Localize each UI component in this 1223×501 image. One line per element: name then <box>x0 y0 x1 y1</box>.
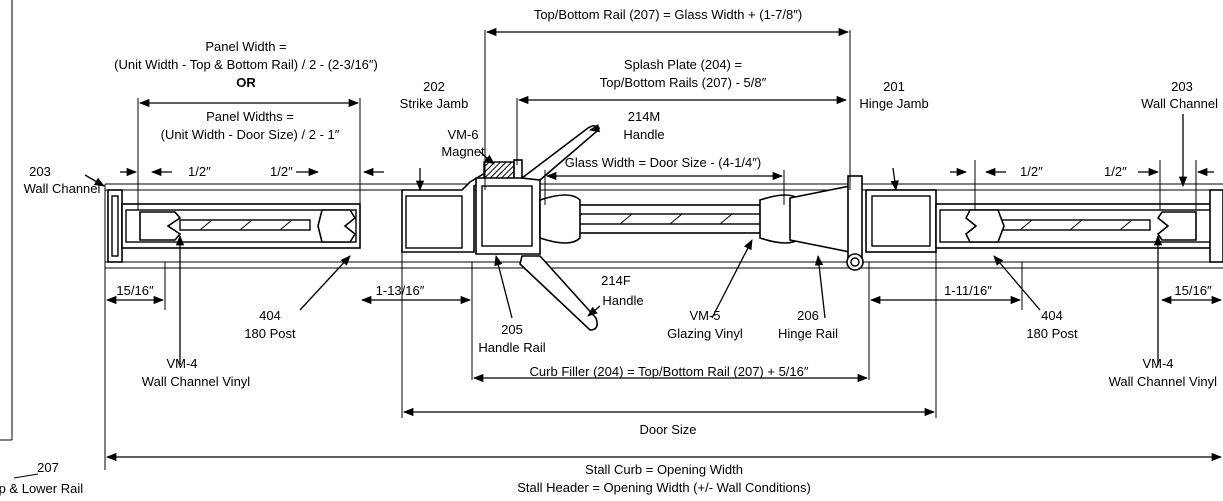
left-reference-line <box>0 0 13 441</box>
vinyl-left-number: VM-4 <box>166 356 197 371</box>
door-glass <box>539 194 801 244</box>
dim-15-16-left: 15/16″ <box>116 283 154 298</box>
or-label: OR <box>236 75 256 90</box>
panel-widths-formula: (Unit Width - Door Size) / 2 - 1″ <box>161 127 340 142</box>
post-right-label: 180 Post <box>1026 326 1078 341</box>
right-wall-channel <box>1209 189 1223 263</box>
hinge-jamb-label: Hinge Jamb <box>859 96 928 111</box>
stall-header-label: Stall Header = Opening Width (+/- Wall C… <box>517 480 811 495</box>
glazing-vinyl-number: VM-5 <box>689 308 720 323</box>
handle-214f <box>519 255 598 331</box>
stall-curb-label: Stall Curb = Opening Width <box>585 462 743 477</box>
half-inch-label-4: 1/2″ <box>1104 164 1127 179</box>
strike-jamb-number: 202 <box>423 79 445 94</box>
door-size-label: Door Size <box>639 422 696 437</box>
wall-channel-left-label: Wall Channel <box>24 181 101 196</box>
rail-207-number: 207 <box>37 460 59 475</box>
handle-214m-number: 214M <box>628 109 661 124</box>
handle-rail-number: 205 <box>501 322 523 337</box>
top-bottom-rail-formula: Top/Bottom Rail (207) = Glass Width + (1… <box>534 7 802 22</box>
hinge-jamb-number: 201 <box>883 79 905 94</box>
post-left-label: 180 Post <box>244 326 296 341</box>
dimension-lines <box>13 27 1223 479</box>
vinyl-right-label: Wall Channel Vinyl <box>1109 374 1217 389</box>
labels: Top/Bottom Rail (207) = Glass Width + (1… <box>0 7 1218 496</box>
leader-lines <box>84 114 1188 365</box>
magnet-number: VM-6 <box>447 127 478 142</box>
magnet-label: Magnet <box>441 144 485 159</box>
curb-filler-formula: Curb Filler (204) = Top/Bottom Rail (207… <box>530 364 809 379</box>
dim-1-13-16: 1-13/16″ <box>376 283 425 298</box>
outer-frame <box>104 183 1223 269</box>
handle-rail-label: Handle Rail <box>478 340 545 355</box>
panel-width-title: Panel Width = <box>205 39 286 54</box>
glazing-vinyl-label: Glazing Vinyl <box>667 326 743 341</box>
splash-plate-title: Splash Plate (204) = <box>624 57 742 72</box>
half-inch-label-1: 1/2″ <box>188 164 211 179</box>
handle-214m <box>519 124 598 181</box>
dim-1-11-16: 1-11/16″ <box>944 283 992 298</box>
rail-207-label: Top & Lower Rail <box>0 481 83 496</box>
post-right-number: 404 <box>1041 308 1063 323</box>
handle-214m-label: Handle <box>623 127 664 142</box>
panel-width-formula: (Unit Width - Top & Bottom Rail) / 2 - (… <box>114 57 378 72</box>
handle-214f-label: Handle <box>602 293 643 308</box>
hinge <box>846 175 864 271</box>
hinge-jamb <box>865 189 937 253</box>
wall-channel-right-number: 203 <box>1171 79 1193 94</box>
vinyl-right-number: VM-4 <box>1142 356 1173 371</box>
wall-channel-right-label: Wall Channel <box>1141 96 1218 111</box>
hinge-rail-number: 206 <box>797 308 819 323</box>
vinyl-left-label: Wall Channel Vinyl <box>142 374 250 389</box>
handle-rail <box>475 177 541 255</box>
strike-jamb-label: Strike Jamb <box>400 96 469 111</box>
wall-channel-left-number: 203 <box>29 164 51 179</box>
glass-width-formula: Glass Width = Door Size - (4-1/4″) <box>565 155 761 170</box>
right-panel <box>935 203 1219 249</box>
hinge-rail-label: Hinge Rail <box>778 326 838 341</box>
half-inch-label-2: 1/2″ <box>270 164 293 179</box>
panel-widths-title: Panel Widths = <box>206 109 294 124</box>
left-panel <box>121 203 361 249</box>
half-inch-label-3: 1/2″ <box>1020 164 1043 179</box>
hinge-rail <box>789 185 851 253</box>
left-wall-channel <box>107 189 123 263</box>
splash-plate-formula: Top/Bottom Rails (207) - 5/8″ <box>600 75 767 90</box>
handle-214f-number: 214F <box>601 273 631 288</box>
dim-15-16-right: 15/16″ <box>1174 283 1212 298</box>
post-left-number: 404 <box>259 308 281 323</box>
